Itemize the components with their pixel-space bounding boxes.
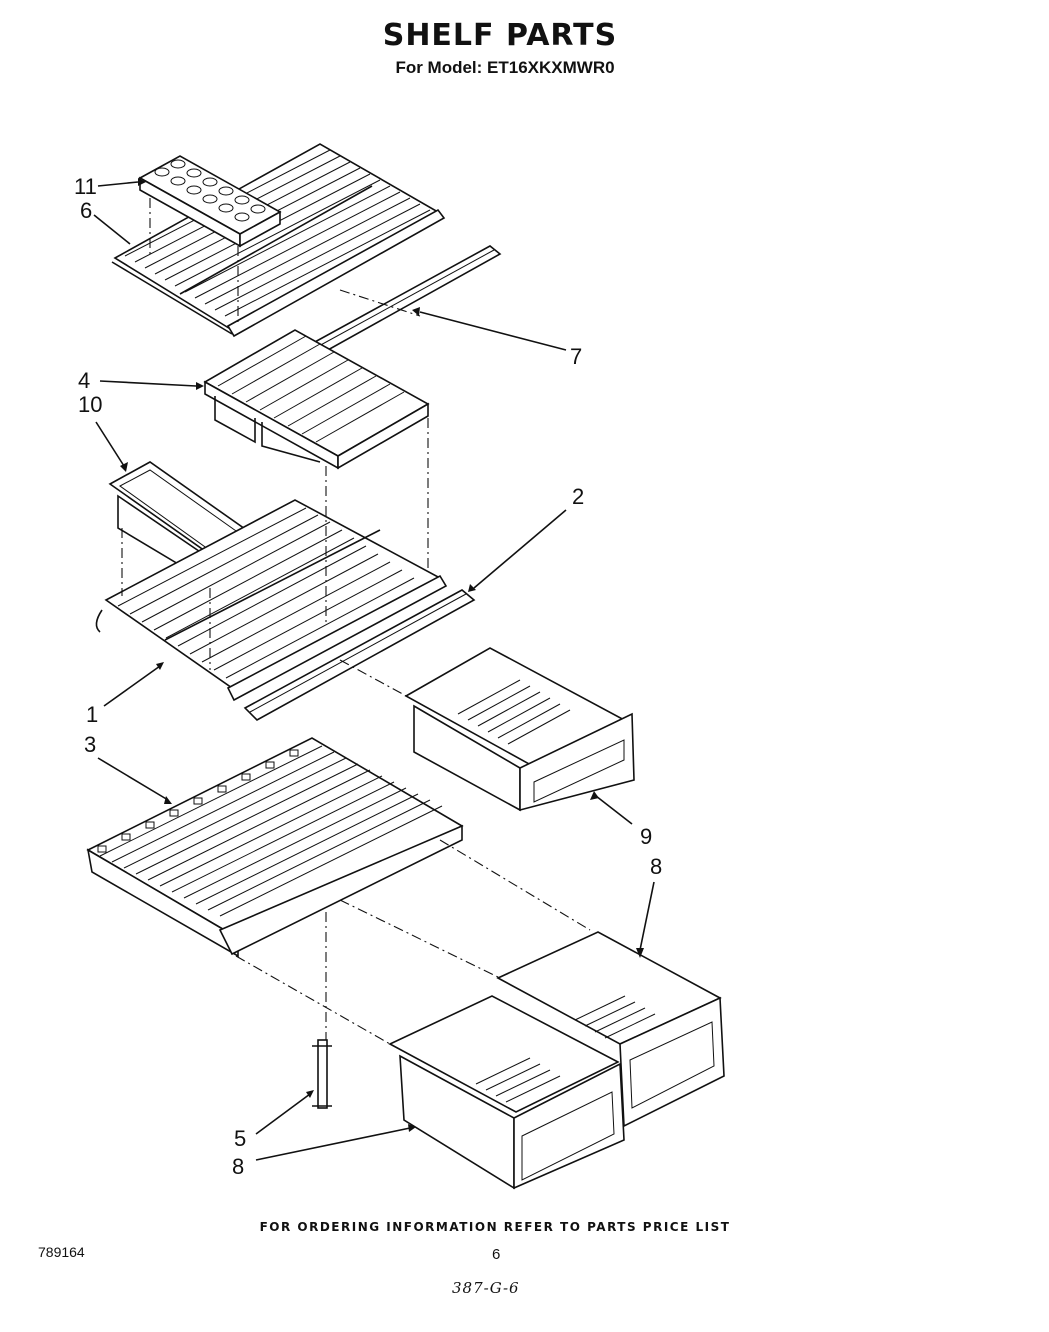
part-3-crisper-cover [86, 737, 464, 958]
part-8-crisper-pan-front [388, 995, 625, 1190]
document-number: 789164 [38, 1244, 85, 1260]
page-number: 6 [492, 1246, 501, 1263]
part-1-main-shelf [95, 499, 448, 702]
part-11-egg-tray [138, 155, 282, 248]
callout-4: 4 [78, 368, 90, 393]
callout-5: 5 [234, 1126, 246, 1151]
part-4-freezer-shelf [203, 329, 430, 470]
callout-labels: 11 6 7 4 10 2 1 3 9 8 5 8 [74, 174, 662, 1179]
callout-6: 6 [80, 198, 92, 223]
alignment-lines [121, 198, 591, 1045]
part-5-support-post [312, 1039, 332, 1109]
callout-8-back: 8 [650, 854, 662, 879]
callout-7: 7 [570, 344, 582, 369]
part-2-front-trim [243, 589, 476, 721]
callout-10: 10 [78, 392, 102, 417]
callout-3: 3 [84, 732, 96, 757]
ordering-note: FOR ORDERING INFORMATION REFER TO PARTS … [259, 1220, 731, 1234]
callout-1: 1 [86, 702, 98, 727]
part-8-crisper-pan-back [496, 931, 725, 1128]
callout-2: 2 [572, 484, 584, 509]
page-title: SHELF PARTS [382, 18, 618, 53]
callout-8-front: 8 [232, 1154, 244, 1179]
callout-11: 11 [74, 174, 97, 199]
part-9-meat-pan [404, 647, 635, 812]
model-subtitle: For Model: ET16XKXMWR0 [395, 58, 615, 77]
callout-9: 9 [640, 824, 652, 849]
handwritten-code: 387-G-6 [452, 1279, 520, 1297]
leader-lines [93, 178, 655, 1161]
